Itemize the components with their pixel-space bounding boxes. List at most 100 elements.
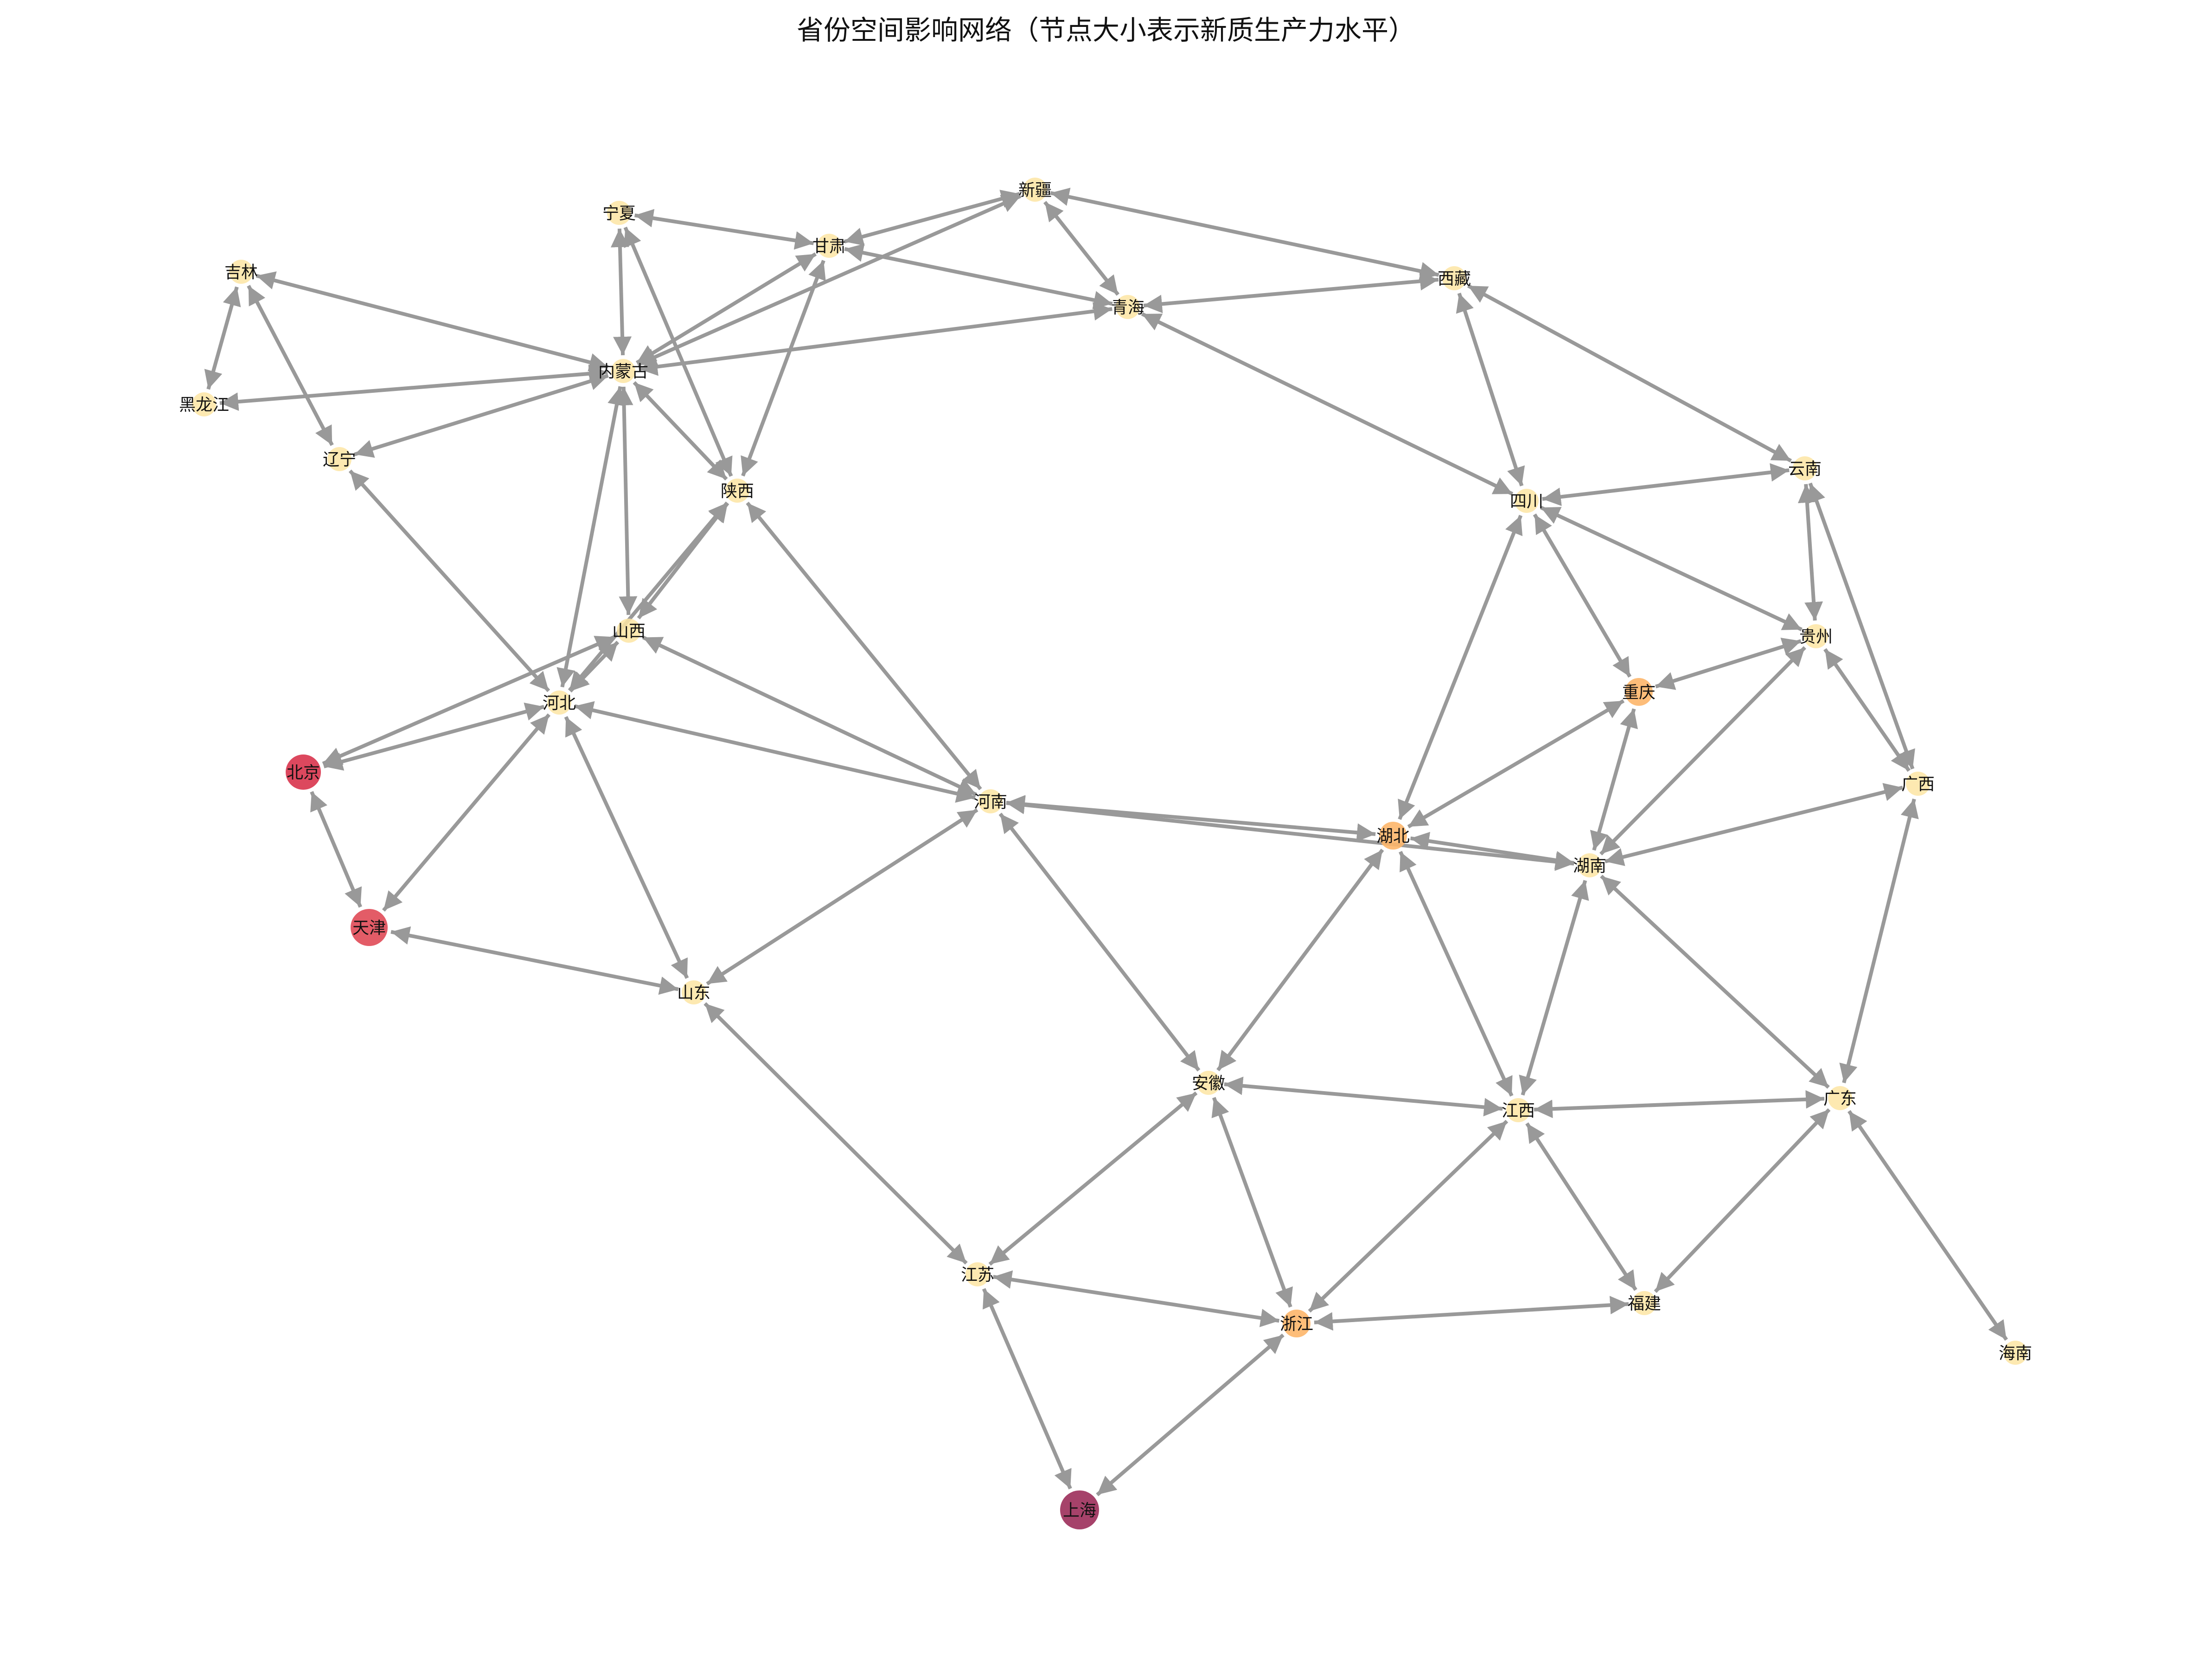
node-河北: 河北 bbox=[543, 691, 576, 715]
node-circle bbox=[965, 1262, 990, 1286]
node-辽宁: 辽宁 bbox=[323, 447, 356, 471]
node-江苏: 江苏 bbox=[961, 1262, 994, 1286]
edge-山西-河北 bbox=[569, 640, 620, 693]
node-label: 云南 bbox=[1788, 460, 1822, 479]
node-circle bbox=[1632, 1291, 1656, 1315]
edge-江苏-上海 bbox=[982, 1288, 1072, 1490]
node-circle bbox=[351, 909, 388, 946]
edge-宁夏-内蒙古 bbox=[610, 228, 632, 356]
node-甘肃: 甘肃 bbox=[812, 234, 846, 258]
edge-新疆-青海 bbox=[1043, 201, 1120, 296]
edge-浙江-上海 bbox=[1096, 1333, 1285, 1496]
node-湖南: 湖南 bbox=[1573, 853, 1606, 877]
edge-浙江-福建 bbox=[1314, 1296, 1629, 1331]
edge-湖南-江西 bbox=[1519, 880, 1589, 1096]
node-circle bbox=[1506, 1098, 1530, 1122]
edges-layer bbox=[204, 187, 2008, 1496]
edge-吉林-内蒙古 bbox=[256, 271, 609, 371]
node-福建: 福建 bbox=[1628, 1291, 1661, 1315]
node-label: 北京 bbox=[287, 763, 320, 782]
node-circle bbox=[1804, 624, 1828, 648]
edge-贵州-湖南 bbox=[1599, 646, 1806, 856]
edge-四川-贵州 bbox=[1540, 505, 1803, 632]
edge-广东-海南 bbox=[1847, 1110, 2008, 1341]
node-label: 广西 bbox=[1901, 775, 1935, 794]
node-西藏: 西藏 bbox=[1438, 266, 1471, 290]
node-circle bbox=[1442, 266, 1466, 290]
node-海南: 海南 bbox=[1999, 1341, 2032, 1365]
edge-河南-湖南 bbox=[1006, 795, 1574, 871]
edge-内蒙古-山西 bbox=[614, 386, 638, 615]
edge-湖北-安徽 bbox=[1216, 849, 1384, 1072]
edge-山东-江苏 bbox=[703, 1002, 968, 1265]
edge-安徽-浙江 bbox=[1211, 1097, 1293, 1308]
edge-江西-广东 bbox=[1534, 1090, 1825, 1119]
node-circle bbox=[1379, 822, 1407, 850]
node-circle bbox=[2003, 1341, 2027, 1365]
node-新疆: 新疆 bbox=[1018, 178, 1052, 202]
node-label: 辽宁 bbox=[323, 450, 356, 469]
node-circle bbox=[1116, 295, 1140, 319]
node-circle bbox=[1060, 1490, 1099, 1529]
node-重庆: 重庆 bbox=[1622, 678, 1656, 706]
edge-内蒙古-陕西 bbox=[633, 381, 728, 481]
edge-广东-福建 bbox=[1654, 1108, 1831, 1293]
node-label: 湖北 bbox=[1376, 827, 1410, 846]
edge-宁夏-甘肃 bbox=[634, 209, 814, 250]
node-circle bbox=[725, 479, 749, 503]
node-circle bbox=[1793, 456, 1817, 480]
node-河南: 河南 bbox=[974, 789, 1007, 813]
node-circle bbox=[1196, 1071, 1221, 1095]
node-label: 陕西 bbox=[721, 482, 754, 501]
node-label: 青海 bbox=[1111, 298, 1144, 317]
diagram-title: 省份空间影响网络（节点大小表示新质生产力水平） bbox=[796, 14, 1415, 46]
edge-重庆-湖北 bbox=[1407, 699, 1625, 829]
node-label: 河南 bbox=[974, 793, 1007, 812]
nodes-layer: 新疆宁夏甘肃西藏青海吉林内蒙古黑龙江辽宁陕西云南四川山西贵州河北重庆北京广西河南… bbox=[179, 178, 2032, 1529]
node-label: 重庆 bbox=[1622, 683, 1656, 702]
node-安徽: 安徽 bbox=[1192, 1071, 1225, 1095]
node-circle bbox=[327, 447, 352, 471]
node-circle bbox=[817, 234, 841, 258]
node-circle bbox=[229, 260, 253, 284]
node-circle bbox=[192, 392, 216, 416]
node-云南: 云南 bbox=[1788, 456, 1822, 480]
node-浙江: 浙江 bbox=[1280, 1310, 1313, 1337]
edge-江苏-浙江 bbox=[992, 1270, 1280, 1327]
edge-宁夏-陕西 bbox=[623, 226, 733, 477]
node-贵州: 贵州 bbox=[1799, 624, 1833, 648]
edge-甘肃-内蒙古 bbox=[635, 252, 817, 364]
edge-湖南-广西 bbox=[1605, 783, 1903, 866]
node-label: 河北 bbox=[543, 694, 576, 713]
node-label: 江苏 bbox=[961, 1266, 994, 1285]
node-circle bbox=[1283, 1310, 1311, 1337]
edge-贵州-广西 bbox=[1823, 648, 1911, 772]
edge-西藏-青海 bbox=[1143, 272, 1439, 313]
node-circle bbox=[978, 789, 1003, 813]
node-circle bbox=[1906, 772, 1930, 796]
edge-辽宁-河北 bbox=[348, 469, 550, 692]
edge-青海-内蒙古 bbox=[639, 302, 1112, 376]
edge-陕西-河南 bbox=[746, 501, 982, 791]
node-广西: 广西 bbox=[1901, 772, 1935, 796]
edge-内蒙古-黑龙江 bbox=[219, 364, 608, 411]
edge-河北-山东 bbox=[564, 716, 689, 979]
edge-吉林-辽宁 bbox=[247, 285, 334, 446]
node-label: 湖南 bbox=[1573, 857, 1606, 876]
node-circle bbox=[682, 980, 706, 1004]
node-北京: 北京 bbox=[286, 754, 321, 790]
edge-江西-浙江 bbox=[1308, 1119, 1509, 1313]
edge-湖北-江西 bbox=[1399, 850, 1514, 1097]
node-label: 四川 bbox=[1510, 492, 1543, 511]
node-四川: 四川 bbox=[1510, 489, 1543, 513]
node-circle bbox=[617, 619, 641, 643]
node-label: 内蒙古 bbox=[598, 362, 648, 381]
node-广东: 广东 bbox=[1823, 1086, 1857, 1110]
node-label: 宁夏 bbox=[602, 204, 636, 223]
node-湖北: 湖北 bbox=[1376, 822, 1410, 850]
node-山西: 山西 bbox=[612, 619, 646, 643]
node-label: 天津 bbox=[352, 919, 386, 938]
node-circle bbox=[611, 359, 635, 383]
edge-云南-广西 bbox=[1808, 482, 1915, 770]
